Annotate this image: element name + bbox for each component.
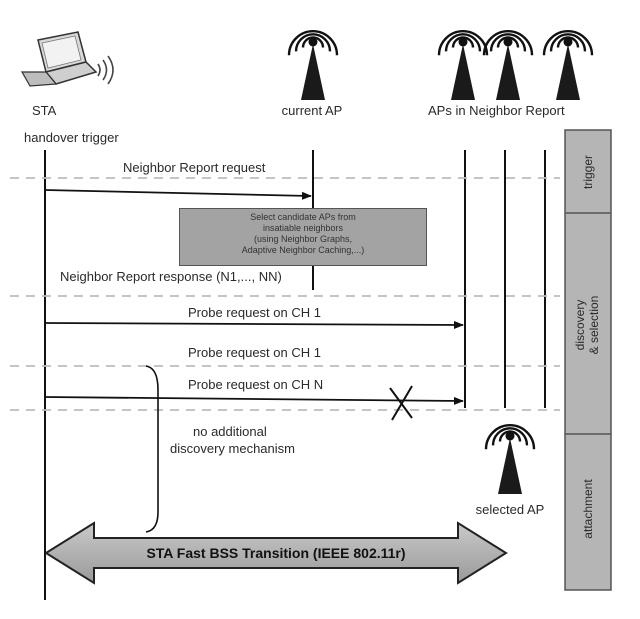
- phase-dividers: [565, 212, 611, 435]
- nr-response-label: Neighbor Report response (N1,..., NN): [60, 269, 282, 284]
- nr-request-arrow: [44, 189, 312, 200]
- lifelines: [44, 150, 546, 600]
- transition-label: STA Fast BSS Transition (IEEE 802.11r): [146, 545, 406, 561]
- neighbor-ap-3-antenna-icon: [542, 30, 594, 100]
- transition-double-arrow: [44, 521, 508, 585]
- neighbor-ap-1-antenna-icon: [437, 30, 489, 100]
- phase-bar: [564, 129, 612, 591]
- probe-1b-label: Probe request on CH 1: [188, 345, 321, 360]
- current-ap-antenna-icon: [287, 30, 339, 100]
- phase-separators: [10, 177, 560, 411]
- nr-request-label: Neighbor Report request: [123, 160, 266, 175]
- neighbor-ap-2-antenna-icon: [482, 30, 534, 100]
- sta-label: STA: [32, 103, 57, 118]
- phase-discovery-line-2: & selection: [587, 295, 601, 355]
- box-line-3: (using Neighbor Graphs,: [253, 234, 353, 244]
- phase-trigger-label: trigger: [581, 155, 595, 190]
- bracket-shape: [145, 365, 159, 533]
- selected-ap-label: selected AP: [475, 502, 545, 517]
- probe-1a-arrow: [44, 320, 464, 329]
- box-line-1: Select candidate APs from: [250, 212, 356, 222]
- cross-mark-icon: [389, 385, 413, 421]
- probe-n-label: Probe request on CH N: [188, 377, 324, 392]
- probe-1a-label: Probe request on CH 1: [188, 305, 321, 320]
- wifi-signal-icon: [97, 55, 114, 85]
- box-line-4: Adaptive Neighbor Caching,...): [241, 245, 365, 255]
- candidate-selection-box: Select candidate APs from insatiable nei…: [179, 208, 427, 266]
- current-ap-label: current AP: [281, 103, 343, 118]
- laptop-icon: [20, 31, 98, 87]
- phase-attachment-label: attachment: [581, 479, 595, 539]
- handover-trigger-label: handover trigger: [24, 130, 119, 145]
- neighbor-aps-label: APs in Neighbor Report: [428, 103, 565, 118]
- phase-discovery-label: discovery & selection: [573, 275, 603, 375]
- phase-discovery-line-1: discovery: [573, 299, 587, 351]
- probe-n-arrow: [44, 396, 464, 405]
- box-line-2: insatiable neighbors: [262, 223, 344, 233]
- discovery-mechanism-label: discovery mechanism: [170, 441, 295, 456]
- selected-ap-antenna-icon: [484, 424, 536, 494]
- antenna-group: [287, 30, 594, 494]
- no-additional-label: no additional: [193, 424, 267, 439]
